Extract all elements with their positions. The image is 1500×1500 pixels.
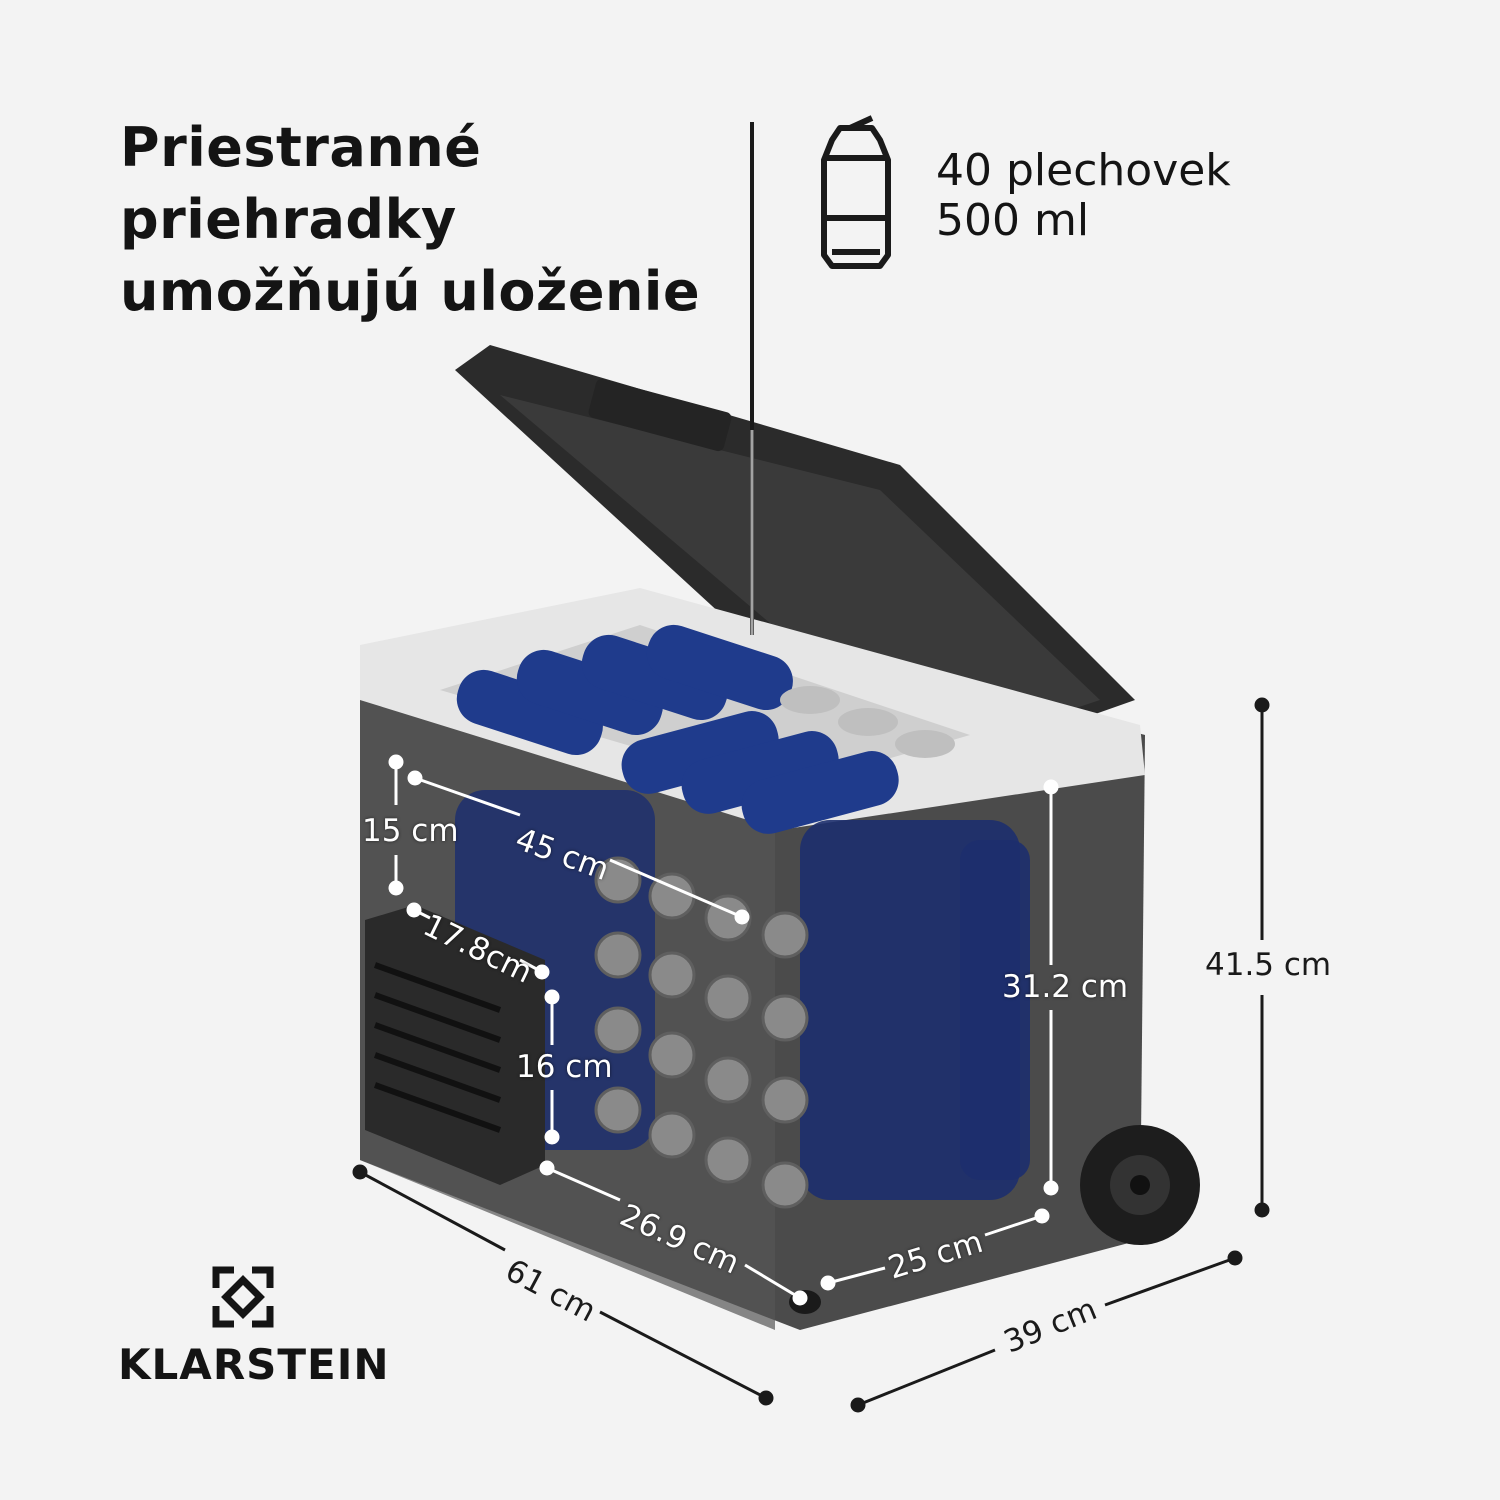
headline-line-3: umožňujú uloženie xyxy=(120,260,701,323)
headline-line-1: Priestranné xyxy=(120,116,482,179)
inner-height-label: 31.2 cm xyxy=(1002,969,1129,1005)
can-count: 40 plechovek xyxy=(936,145,1231,196)
brand-name: KLARSTEIN xyxy=(118,1340,390,1389)
inner-dimension-lines xyxy=(388,754,1059,1306)
outer-dimension-lines xyxy=(352,697,1270,1413)
can-volume: 500 ml xyxy=(936,195,1090,246)
wheel xyxy=(1080,1125,1200,1245)
can-ends xyxy=(594,856,809,1209)
compressor-height-label: 16 cm xyxy=(516,1049,613,1085)
capacity-info: 40 plechovek 500 ml xyxy=(936,146,1231,246)
klarstein-logo xyxy=(212,1266,274,1328)
headline: Priestranné priehradky umožňujú uloženie xyxy=(120,112,700,328)
headline-line-2: priehradky xyxy=(120,188,457,251)
total-height-label: 41.5 cm xyxy=(1205,947,1332,983)
beverage-can-icon xyxy=(821,115,891,269)
inner-height-upper-label: 15 cm xyxy=(362,813,459,849)
top-cans xyxy=(456,624,899,834)
